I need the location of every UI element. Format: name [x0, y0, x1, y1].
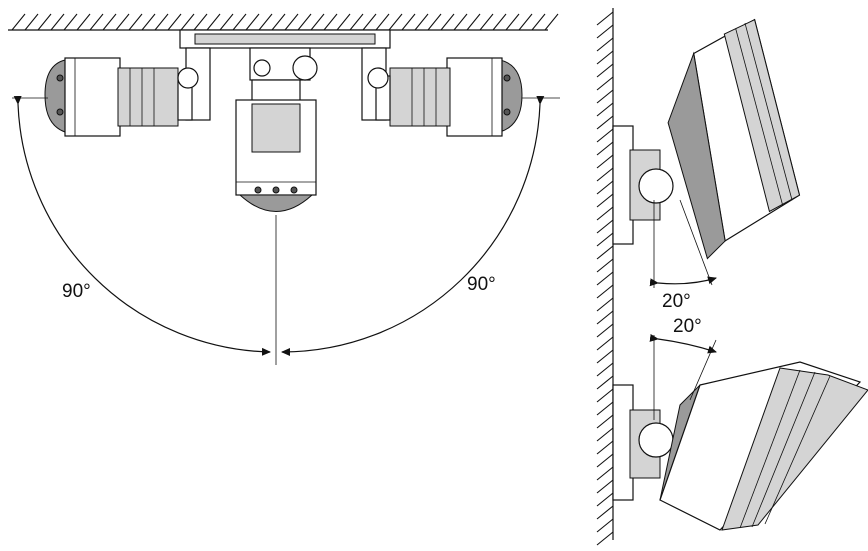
hatch-line — [89, 13, 104, 31]
hatch-line — [596, 271, 614, 286]
hatch-line — [596, 232, 614, 247]
hatch-line — [284, 13, 299, 31]
hatch-line — [193, 13, 208, 31]
hatch-line — [596, 167, 614, 182]
hatch-line — [596, 375, 614, 390]
hatch-line — [596, 505, 614, 520]
hatch-line — [596, 349, 614, 364]
hatch-line — [128, 13, 143, 31]
hatch-line — [466, 13, 481, 31]
hatch-line — [596, 76, 614, 91]
hatch-line — [596, 297, 614, 312]
hatch-line — [453, 13, 468, 31]
tilt-up-arc — [649, 333, 717, 354]
hatch-line — [596, 479, 614, 494]
hatch-line — [154, 13, 169, 31]
hatch-line — [102, 13, 117, 31]
hatch-line — [596, 492, 614, 507]
hatch-line — [258, 13, 273, 31]
pan-right-arc — [281, 95, 545, 356]
camera-tilted-up — [612, 335, 868, 531]
hatch-line — [596, 50, 614, 65]
hatch-line — [63, 13, 78, 31]
hatch-line — [596, 180, 614, 195]
hatch-line — [440, 13, 455, 31]
hatch-line — [596, 531, 614, 546]
hatch-line — [596, 453, 614, 468]
ceiling — [8, 13, 559, 31]
hatch-line — [518, 13, 533, 31]
camera-right-position — [367, 57, 523, 137]
hatch-line — [219, 13, 234, 31]
hatch-line — [596, 11, 614, 26]
hatch-line — [596, 336, 614, 351]
hatch-line — [245, 13, 260, 31]
hatch-line — [414, 13, 429, 31]
hatch-line — [349, 13, 364, 31]
hatch-line — [362, 13, 377, 31]
hatch-line — [596, 245, 614, 260]
hatch-line — [167, 13, 182, 31]
camera-tilted-down — [612, 18, 801, 288]
hatch-line — [336, 13, 351, 31]
hatch-line — [596, 63, 614, 78]
pan-right-label: 90° — [467, 274, 496, 295]
hatch-line — [596, 258, 614, 273]
hatch-line — [24, 13, 39, 31]
hatch-line — [297, 13, 312, 31]
hatch-line — [505, 13, 520, 31]
hatch-line — [596, 440, 614, 455]
hatch-line — [596, 284, 614, 299]
hatch-line — [531, 13, 546, 31]
hatch-line — [141, 13, 156, 31]
hatch-line — [271, 13, 286, 31]
hatch-line — [596, 427, 614, 442]
pan-left-label: 90° — [62, 281, 91, 302]
hatch-line — [596, 193, 614, 208]
hatch-line — [596, 206, 614, 221]
pan-left-arc — [13, 95, 271, 356]
hatch-line — [596, 466, 614, 481]
hatch-line — [401, 13, 416, 31]
hatch-line — [596, 89, 614, 104]
hatch-line — [492, 13, 507, 31]
wall — [596, 8, 614, 546]
hatch-line — [544, 13, 559, 31]
hatch-line — [596, 141, 614, 156]
hatch-line — [596, 362, 614, 377]
hatch-line — [596, 401, 614, 416]
hatch-line — [596, 115, 614, 130]
hatch-line — [596, 154, 614, 169]
hatch-line — [232, 13, 247, 31]
hatch-line — [206, 13, 221, 31]
camera-left-position — [44, 57, 199, 137]
hatch-line — [50, 13, 65, 31]
hatch-line — [323, 13, 338, 31]
hatch-line — [596, 323, 614, 338]
hatch-line — [596, 102, 614, 117]
hatch-line — [596, 414, 614, 429]
tilt-down-arc — [649, 276, 717, 287]
hatch-line — [596, 310, 614, 325]
hatch-line — [388, 13, 403, 31]
camera-center-position — [235, 79, 317, 365]
hatch-line — [180, 13, 195, 31]
tilt-down-label: 20° — [662, 291, 691, 312]
hatch-line — [76, 13, 91, 31]
hatch-line — [596, 24, 614, 39]
hatch-line — [375, 13, 390, 31]
hatch-line — [427, 13, 442, 31]
tilt-up-label: 20° — [673, 316, 702, 337]
hatch-line — [596, 219, 614, 234]
hatch-line — [596, 37, 614, 52]
hatch-line — [37, 13, 52, 31]
hatch-line — [310, 13, 325, 31]
hatch-line — [596, 518, 614, 533]
hatch-line — [596, 388, 614, 403]
hatch-line — [115, 13, 130, 31]
hatch-line — [479, 13, 494, 31]
hatch-line — [11, 13, 26, 31]
hatch-line — [596, 128, 614, 143]
